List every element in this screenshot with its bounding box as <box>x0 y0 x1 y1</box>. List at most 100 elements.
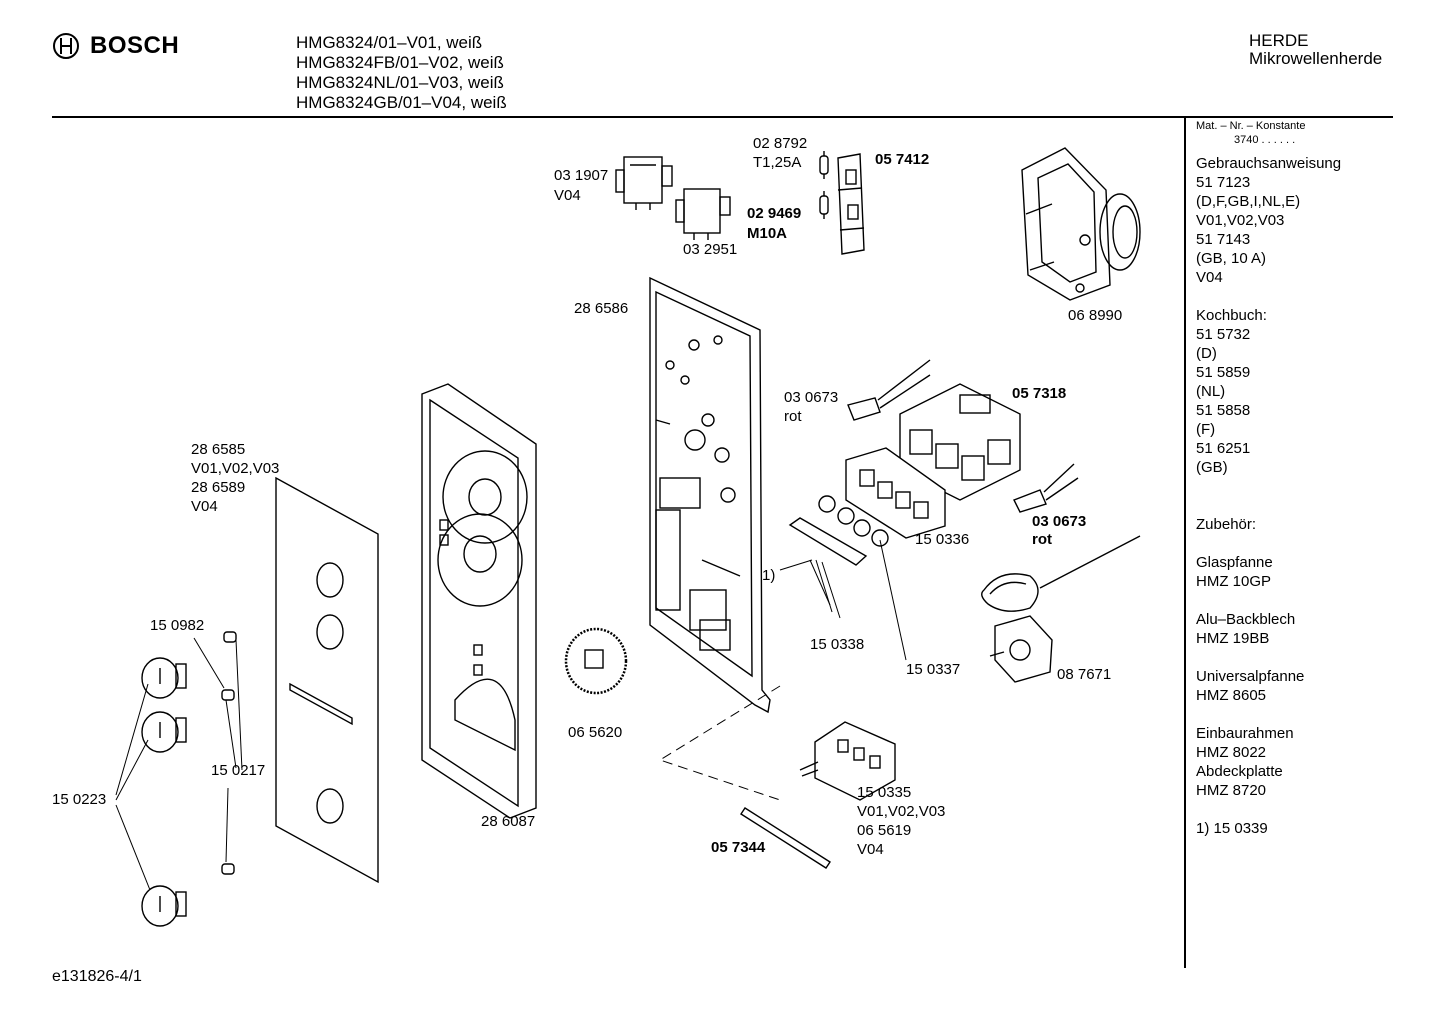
accessory-code: HMZ 19BB <box>1196 630 1270 647</box>
gebrauch-title: Gebrauchsanweisung <box>1196 155 1342 172</box>
relay-031907 <box>615 156 673 210</box>
kochbuch-line: 51 6251 <box>1196 440 1251 457</box>
pin-top <box>223 631 237 643</box>
fuse-029469 <box>819 191 829 219</box>
circuit-board-286586 <box>649 276 771 714</box>
part-label: 15 0217 <box>211 762 266 779</box>
einbau-line: HMZ 8720 <box>1196 782 1267 799</box>
shaft-057344 <box>740 807 831 869</box>
model-line: HMG8324NL/01–V03, weiß <box>296 73 504 92</box>
model-line: HMG8324GB/01–V04, weiß <box>296 93 507 112</box>
accessory-name: Glaspfanne <box>1196 554 1273 571</box>
part-label: 28 6585 <box>191 441 246 458</box>
kochbuch-line: 51 5859 <box>1196 364 1251 381</box>
part-label: 15 0338 <box>810 636 865 653</box>
fuse-028792 <box>819 151 829 179</box>
einbau-line: Einbaurahmen <box>1196 725 1294 742</box>
part-label: 02 9469 <box>747 205 802 222</box>
part-label: 1) <box>762 567 776 584</box>
part-label: M10A <box>747 225 788 242</box>
part-label: 03 2951 <box>683 241 738 258</box>
part-label: 05 7318 <box>1012 385 1067 402</box>
part-label: 06 5620 <box>568 724 623 741</box>
mat-label: Mat. – Nr. – Konstante <box>1196 120 1306 132</box>
part-label: V04 <box>554 187 581 204</box>
gebrauch-line: (D,F,GB,I,NL,E) <box>1196 193 1301 210</box>
part-label: 03 1907 <box>554 167 609 184</box>
part-label: rot <box>1032 531 1052 548</box>
accessory-name: Alu–Backblech <box>1196 611 1296 628</box>
kochbuch-line: (NL) <box>1196 383 1226 400</box>
timer-068990 <box>1021 147 1141 301</box>
brand-name: BOSCH <box>90 32 180 59</box>
gebrauch-line: V04 <box>1196 269 1223 286</box>
part-label: 08 7671 <box>1057 666 1112 683</box>
footnote: 1) 15 0339 <box>1196 820 1268 837</box>
pin-bottom <box>221 863 235 875</box>
part-label: 03 0673 <box>1032 513 1087 530</box>
part-label: V01,V02,V03 <box>191 460 280 477</box>
part-label: 05 7344 <box>711 839 766 856</box>
part-label: 28 6087 <box>481 813 536 830</box>
switch-block-057318 <box>899 383 1021 501</box>
rotary-switch-150335 <box>799 721 896 801</box>
relay-032951 <box>675 188 731 240</box>
kochbuch-line: 51 5732 <box>1196 326 1251 343</box>
button-strip-150338 <box>788 517 868 566</box>
part-label: V04 <box>191 498 218 515</box>
lamp-030673-b <box>1013 463 1079 513</box>
knob-top <box>141 657 187 699</box>
part-label: 28 6586 <box>574 300 629 317</box>
part-label: 15 0982 <box>150 617 205 634</box>
kochbuch-line: (D) <box>1196 345 1217 362</box>
subcategory-title: Mikrowellenherde <box>1249 49 1383 68</box>
part-label: 15 0223 <box>52 791 107 808</box>
knob-bottom <box>141 885 187 927</box>
part-label: V01,V02,V03 <box>857 803 946 820</box>
mat-value: 3740 . . . . . . <box>1234 134 1296 146</box>
einbau-line: Abdeckplatte <box>1196 763 1283 780</box>
knob-middle <box>141 711 187 753</box>
part-label: 15 0336 <box>915 531 970 548</box>
thermostat-087671 <box>981 535 1141 683</box>
part-label: 02 8792 <box>753 135 808 152</box>
button-b <box>837 507 855 525</box>
gebrauch-line: (GB, 10 A) <box>1196 250 1267 267</box>
kochbuch-line: 51 5858 <box>1196 402 1251 419</box>
part-label: 05 7412 <box>875 151 930 168</box>
fuse-holder-057412 <box>837 153 865 255</box>
gebrauch-line: 51 7143 <box>1196 231 1251 248</box>
front-panel-286585 <box>275 476 379 884</box>
part-label: 15 0337 <box>906 661 961 678</box>
part-label: 03 0673 <box>784 389 839 406</box>
model-line: HMG8324FB/01–V02, weiß <box>296 53 504 72</box>
front-frame-286087 <box>421 383 537 819</box>
accessory-code: HMZ 8605 <box>1196 687 1267 704</box>
kochbuch-title: Kochbuch: <box>1196 307 1267 324</box>
part-label: rot <box>784 408 802 425</box>
einbau-line: HMZ 8022 <box>1196 744 1267 761</box>
accessory-name: Universalpfanne <box>1196 668 1305 685</box>
button-c <box>853 519 871 537</box>
part-label: 15 0335 <box>857 784 912 801</box>
lamp-030673-a <box>847 359 931 421</box>
gebrauch-line: 51 7123 <box>1196 174 1251 191</box>
part-label: 06 5619 <box>857 822 912 839</box>
info-sidebar: Mat. – Nr. – Konstante 3740 . . . . . . … <box>1196 119 1426 838</box>
button-d <box>871 529 889 547</box>
part-label: T1,25A <box>753 154 802 171</box>
part-label: V04 <box>857 841 884 858</box>
model-line: HMG8324/01–V01, weiß <box>296 33 483 52</box>
gebrauch-line: V01,V02,V03 <box>1196 212 1285 229</box>
category-title: HERDE <box>1249 31 1309 50</box>
part-label: 06 8990 <box>1068 307 1123 324</box>
pin-middle <box>221 689 235 701</box>
part-label: 28 6589 <box>191 479 246 496</box>
zubehoer-title: Zubehör: <box>1196 516 1257 533</box>
bosch-logo-icon <box>53 33 79 59</box>
kochbuch-line: (GB) <box>1196 459 1228 476</box>
brand-block: BOSCH <box>52 30 179 62</box>
gear-065620 <box>564 627 628 695</box>
document-id: e131826-4/1 <box>52 968 142 985</box>
